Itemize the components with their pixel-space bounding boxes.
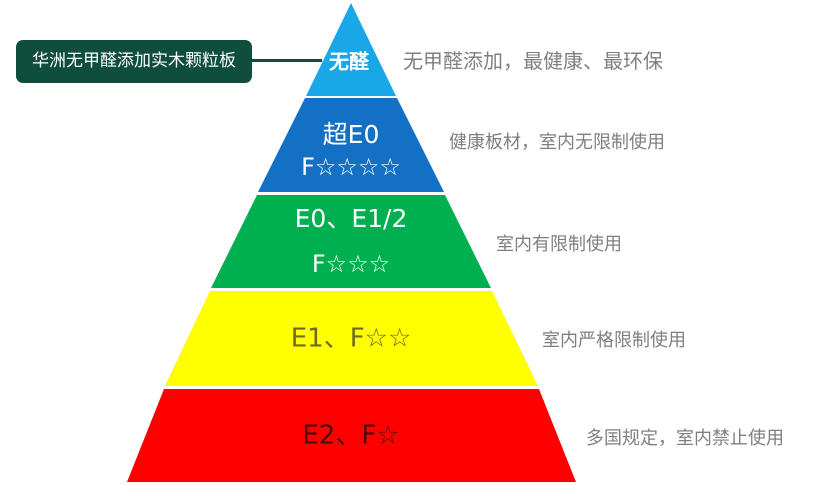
pyramid-tier-1-shape — [306, 3, 396, 96]
pyramid-tier-3-shape — [211, 195, 491, 288]
pyramid-tier-2-shape — [258, 98, 444, 192]
tier-3-stars: F☆☆☆ — [311, 250, 391, 278]
tier-4-description: 室内严格限制使用 — [542, 330, 686, 351]
callout-connector-line — [252, 59, 322, 62]
tier-2-stars: F☆☆☆☆ — [301, 153, 401, 181]
tier-2-description: 健康板材，室内无限制使用 — [449, 132, 665, 153]
tier-2-grade: 超E0 — [322, 120, 380, 149]
tier-5-grade: E2、F☆ — [302, 420, 400, 451]
tier-5-description: 多国规定，室内禁止使用 — [586, 428, 784, 449]
tier-1-description: 无甲醛添加，最健康、最环保 — [403, 49, 663, 73]
pyramid-tier-5-shape — [127, 389, 576, 482]
tier-1-grade: 无醛 — [329, 49, 369, 74]
tier-3-grade: E0、E1/2 — [294, 204, 408, 233]
product-callout-label: 华洲无甲醛添加实木颗粒板 — [16, 40, 252, 83]
pyramid-tier-4-shape — [165, 291, 538, 386]
tier-3-description: 室内有限制使用 — [496, 234, 622, 255]
tier-4-grade: E1、F☆☆ — [290, 323, 412, 354]
